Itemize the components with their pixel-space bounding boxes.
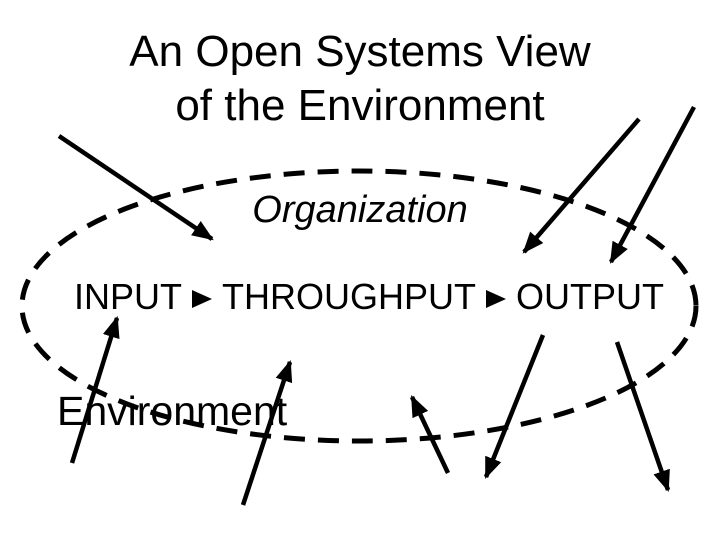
exchange-arrow [409, 395, 451, 474]
slide-title-line2: of the Environment [175, 81, 545, 130]
exchange-arrow [609, 105, 696, 264]
organization-label: Organization [252, 189, 468, 231]
environment-label: Environment [57, 388, 288, 434]
io-flow-row: INPUT THROUGHPUT OUTPUT [18, 279, 720, 315]
organization-boundary-ellipse [19, 168, 699, 444]
slide-title-line1: An Open Systems View [129, 27, 591, 76]
right-triangle-icon [192, 289, 212, 308]
exchange-arrow [614, 341, 671, 493]
exchange-arrow [483, 334, 546, 480]
exchange-arrow [522, 117, 641, 254]
exchange-arrow [57, 134, 214, 241]
right-triangle-icon [486, 289, 506, 308]
exchange-arrows [57, 105, 696, 506]
input-label: INPUT [74, 276, 182, 317]
throughput-label: THROUGHPUT [222, 276, 476, 317]
exchange-arrow [240, 359, 293, 506]
output-label: OUTPUT [516, 276, 664, 317]
exchange-arrow [69, 315, 120, 464]
slide-title: An Open Systems View of the Environment [0, 25, 720, 133]
